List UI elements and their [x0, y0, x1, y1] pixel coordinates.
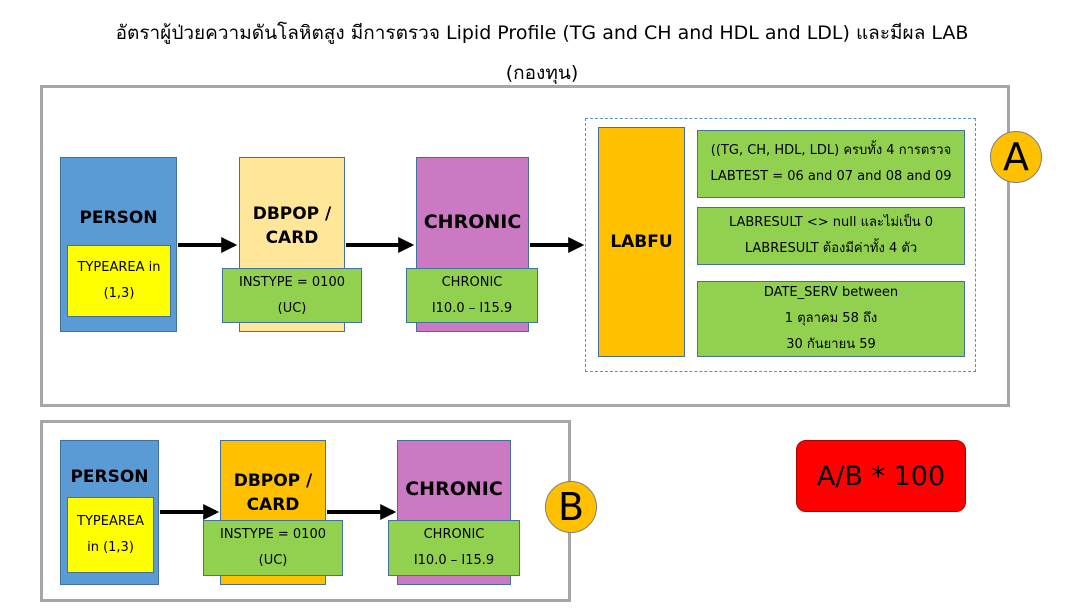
panel-a-labfu-cond1-line1: ((TG, CH, HDL, LDL) ครบทั้ง 4 การตรวจ [710, 143, 952, 158]
panel-b-chronic-cond-line2: I10.0 – I15.9 [413, 553, 495, 568]
panel-a-person-title: PERSON [79, 208, 158, 228]
panel-a-chronic-cond-line1: CHRONIC [441, 274, 503, 290]
panel-a-dbpop-cond-line2: (UC) [277, 300, 307, 316]
diagram-title-line2: (กองทุน) [505, 62, 579, 84]
panel-a-labfu-cond2-line1: LABRESULT <> null และไม่เป็น 0 [728, 215, 934, 230]
panel-a-label-circle: A [990, 131, 1042, 183]
panel-b-person-title: PERSON [70, 467, 149, 487]
panel-a-chronic-condition: CHRONIC I10.0 – I15.9 [406, 268, 538, 323]
panel-a-labfu-cond3-line3: 30 กันยายน 59 [786, 337, 876, 352]
panel-b-dbpop-title-line1: DBPOP / [233, 471, 313, 491]
panel-b-label: B [557, 485, 585, 529]
panel-b-dbpop-cond-line1: INSTYPE = 0100 [220, 527, 326, 542]
panel-b-person-cond-line1: TYPEAREA [77, 514, 144, 529]
panel-a-dbpop-condition: INSTYPE = 0100 (UC) [222, 268, 362, 323]
panel-a-labfu-cond3-line2: 1 ตุลาคม 58 ถึง [784, 311, 878, 326]
panel-a-labfu-cond1-line2: LABTEST = 06 and 07 and 08 and 09 [710, 169, 952, 184]
panel-b-label-circle: B [545, 481, 597, 533]
formula-text: A/B * 100 [816, 460, 946, 492]
panel-b-person-cond-line2: in (1,3) [87, 540, 134, 555]
panel-b-chronic-condition: CHRONIC I10.0 – I15.9 [388, 520, 520, 576]
panel-a-frame [40, 85, 1010, 407]
panel-a-dbpop-title-line2: CARD [265, 228, 319, 248]
panel-a-person-cond-line1: TYPEAREA in [77, 260, 161, 275]
panel-b-dbpop-cond-line2: (UC) [258, 553, 288, 568]
panel-a-labfu-cond2-line2: LABRESULT ต้องมีค่าทั้ง 4 ตัว [744, 241, 918, 256]
panel-a-person-condition: TYPEAREA in (1,3) [67, 245, 171, 317]
panel-a-labfu-condition-results: LABRESULT <> null และไม่เป็น 0 LABRESULT… [697, 207, 965, 265]
panel-a-labfu-box: LABFU [598, 127, 685, 357]
panel-b-chronic-cond-line1: CHRONIC [423, 527, 485, 542]
panel-b-dbpop-title-line2: CARD [246, 495, 300, 515]
panel-a-dbpop-cond-line1: INSTYPE = 0100 [239, 274, 345, 290]
panel-b-chronic-title: CHRONIC [405, 478, 503, 500]
panel-a-labfu-condition-date: DATE_SERV between 1 ตุลาคม 58 ถึง 30 กัน… [697, 281, 965, 357]
panel-a-dbpop-title-line1: DBPOP / [252, 204, 332, 224]
panel-a-labfu-condition-tests: ((TG, CH, HDL, LDL) ครบทั้ง 4 การตรวจ LA… [697, 130, 965, 198]
panel-b-person-condition: TYPEAREA in (1,3) [67, 497, 154, 573]
diagram-title-line1: อัตราผู้ป่วยความดันโลหิตสูง มีการตรวจ Li… [115, 22, 969, 44]
panel-a-chronic-cond-line2: I10.0 – I15.9 [431, 300, 513, 316]
panel-a-labfu-group [585, 118, 976, 372]
panel-a-person-cond-line2: (1,3) [103, 286, 135, 301]
panel-b-dbpop-condition: INSTYPE = 0100 (UC) [203, 520, 343, 576]
panel-a-label: A [1003, 135, 1029, 179]
formula-box: A/B * 100 [796, 440, 966, 512]
panel-a-labfu-title: LABFU [610, 232, 673, 252]
panel-a-chronic-title: CHRONIC [423, 211, 522, 233]
panel-a-labfu-cond3-line1: DATE_SERV between [763, 285, 899, 300]
